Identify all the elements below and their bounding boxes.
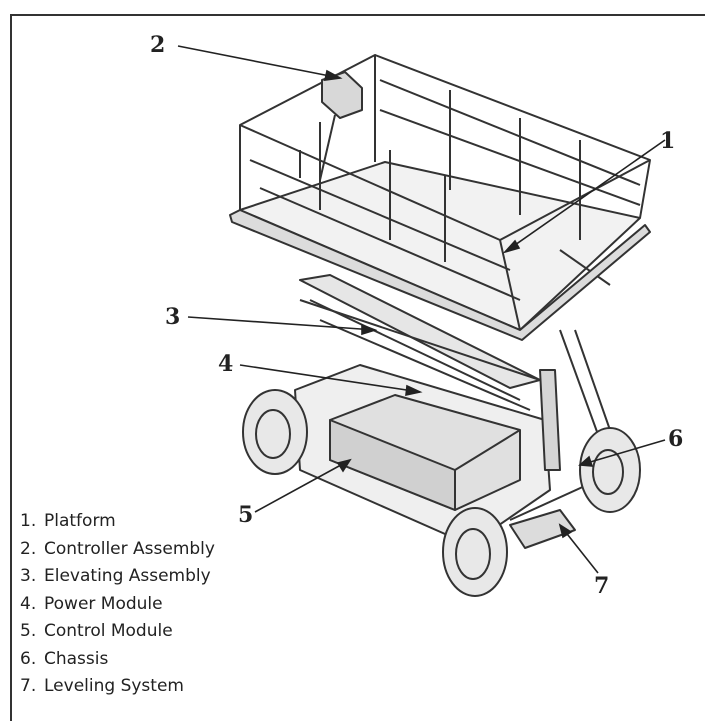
legend-label: Control Module xyxy=(44,621,173,641)
callout-6: 6 xyxy=(668,426,683,452)
legend-label: Leveling System xyxy=(44,676,184,696)
parts-legend: 1. Platform 2. Controller Assembly 3. Eleva… xyxy=(20,508,215,701)
callout-leaders xyxy=(177,45,666,574)
legend-number: 7. xyxy=(20,676,37,696)
frame-left-border xyxy=(10,14,12,721)
callout-3: 3 xyxy=(165,304,180,330)
legend-item-power-module: 4. Power Module xyxy=(20,591,215,619)
legend-label: Power Module xyxy=(44,593,163,614)
platform xyxy=(229,54,651,341)
legend-item-controller-assembly: 2. Controller Assembly xyxy=(20,536,215,564)
callout-5: 5 xyxy=(238,502,253,528)
callout-7: 7 xyxy=(594,573,609,599)
frame-top-border xyxy=(10,14,705,16)
legend-number: 5. xyxy=(20,621,37,641)
legend-number: 6. xyxy=(20,648,37,669)
legend-number: 4. xyxy=(20,593,37,614)
legend-item-leveling-system: 7. Leveling System xyxy=(20,673,215,701)
legend-label: Controller Assembly xyxy=(44,538,215,559)
legend-number: 1. xyxy=(20,511,37,531)
legend-number: 2. xyxy=(20,538,37,559)
leveling-system xyxy=(509,509,576,549)
callout-1: 1 xyxy=(660,128,675,154)
wheels xyxy=(242,389,641,597)
callout-4: 4 xyxy=(218,351,233,377)
legend-item-elevating-assembly: 3. Elevating Assembly xyxy=(20,563,215,591)
legend-label: Chassis xyxy=(44,648,109,669)
callout-2: 2 xyxy=(150,32,165,58)
legend-label: Platform xyxy=(44,511,116,531)
legend-item-platform: 1. Platform xyxy=(20,508,215,536)
controller-assembly xyxy=(319,71,363,181)
elevating-assembly xyxy=(299,274,541,411)
legend-label: Elevating Assembly xyxy=(44,566,211,586)
legend-item-chassis: 6. Chassis xyxy=(20,646,215,674)
legend-item-control-module: 5. Control Module xyxy=(20,618,215,646)
legend-number: 3. xyxy=(20,566,37,586)
chassis xyxy=(294,329,621,546)
